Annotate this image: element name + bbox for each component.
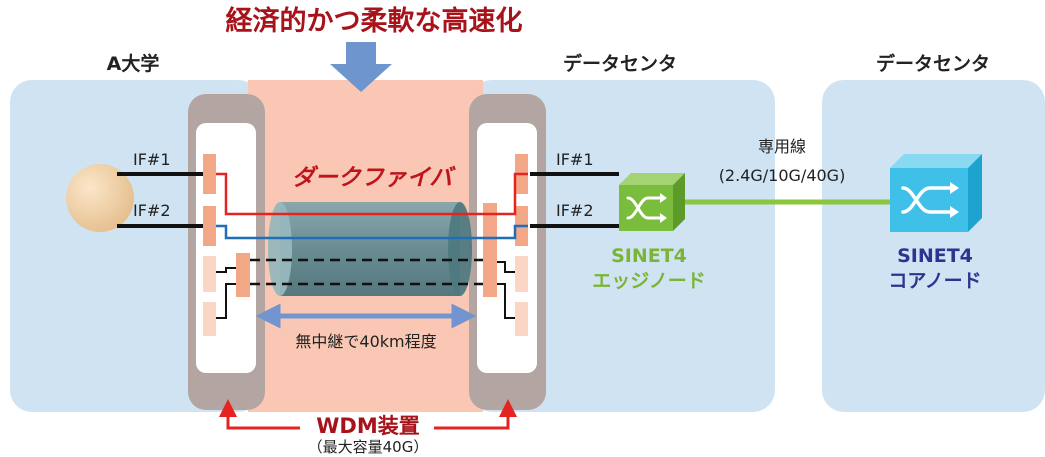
host-server-icon [66, 164, 134, 232]
wdm-label: WDM装置 [316, 414, 420, 438]
dark-fiber-label: ダークファイバ [292, 165, 457, 191]
wdm-right-port-3 [515, 256, 528, 292]
left-internal-4 [216, 283, 236, 319]
edge-node-label-2: エッジノード [592, 270, 706, 292]
region-title-university: A大学 [107, 52, 160, 75]
headline: 経済的かつ柔軟な高速化 [226, 5, 523, 37]
port-label-left-if1: IF#1 [133, 150, 171, 169]
wdm-right-port-4 [515, 302, 528, 336]
wdm-callout-right [434, 399, 517, 430]
right-internal-3 [497, 261, 515, 273]
port-label-right-if2: IF#2 [556, 201, 594, 220]
wdm-left-mux [236, 253, 250, 297]
wdm-left-port-1 [203, 154, 216, 194]
dark-fiber-cable-end [448, 202, 472, 296]
leased-line-speeds: (2.4G/10G/40G) [719, 166, 846, 185]
wdm-left-port-4 [203, 302, 216, 336]
dark-fiber-cable-front [268, 202, 292, 296]
wdm-left-port-3 [203, 256, 216, 292]
edge-switch-icon [619, 173, 685, 231]
region-title-datacenter-edge: データセンタ [563, 52, 677, 75]
edge-node-label-1: SINET4 [611, 245, 687, 267]
wdm-callout-left [219, 399, 300, 430]
wdm-capacity: （最大容量40G） [308, 438, 429, 456]
core-switch-icon [890, 154, 982, 232]
leased-line-label: 専用線 [758, 137, 806, 156]
port-label-right-if1: IF#1 [556, 150, 594, 169]
port-label-left-if2: IF#2 [133, 201, 171, 220]
lightpath-red [216, 172, 528, 216]
wdm-right-mux [483, 203, 497, 297]
distance-label: 無中継で40km程度 [295, 332, 436, 351]
dark-fiber-cable [280, 202, 460, 296]
down-arrow-icon [330, 42, 392, 92]
wdm-left-port-2 [203, 206, 216, 246]
region-datacenter-core [822, 80, 1045, 412]
core-node-label-1: SINET4 [897, 245, 973, 267]
left-internal-3 [216, 267, 236, 273]
lightpath-blue [216, 224, 528, 240]
region-datacenter-edge [470, 80, 775, 412]
right-internal-4 [497, 283, 515, 319]
region-title-datacenter-core: データセンタ [876, 52, 990, 75]
core-node-label-2: コアノード [888, 270, 981, 292]
